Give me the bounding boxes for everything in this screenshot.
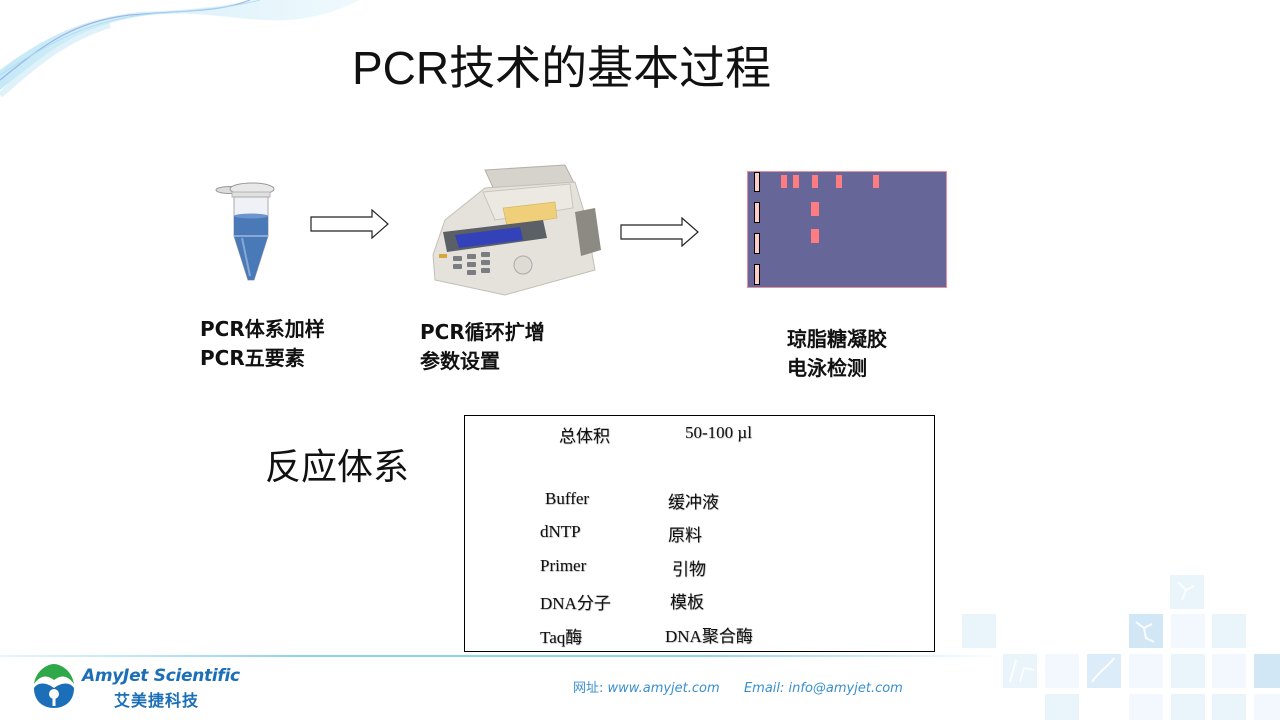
gel-band: [812, 175, 818, 188]
website-label: 网址:: [573, 681, 604, 696]
component-name: DNA分子: [540, 594, 611, 613]
gel-band: [873, 175, 879, 188]
slide-title: PCR技术的基本过程: [352, 42, 772, 94]
gel-well: [754, 233, 760, 254]
brand-name-en: AmyJet Scientific: [82, 666, 240, 686]
component-role: 模板: [670, 593, 704, 612]
contact-info: 网址: www.amyjet.com Email: info@amyjet.co…: [573, 677, 903, 696]
step-line: 参数设置: [420, 349, 500, 373]
component-name: Buffer: [545, 489, 590, 508]
decorative-science-tiles: [962, 575, 1280, 720]
step-label-sample-prep: PCR体系加样 PCR五要素: [200, 315, 325, 373]
step-label-electrophoresis: 琼脂糖凝胶 电泳检测: [787, 325, 887, 383]
amyjet-logo[interactable]: AmyJet Scientific 艾美捷科技: [30, 662, 270, 712]
total-volume-label: 总体积: [559, 427, 610, 446]
step-label-amplification: PCR循环扩增 参数设置: [420, 318, 545, 376]
arrow-right-icon: [620, 217, 699, 247]
arrow-right-icon: [310, 209, 389, 239]
gel-band: [811, 202, 819, 216]
gel-band: [836, 175, 842, 188]
gel-band: [781, 175, 787, 188]
gel-well: [754, 264, 760, 285]
component-role: DNA聚合酶: [665, 627, 753, 646]
step-line: 电泳检测: [787, 356, 867, 380]
thermal-cycler-icon: [432, 164, 601, 296]
component-name: Taq酶: [540, 628, 583, 647]
agarose-gel-diagram: [747, 171, 947, 288]
email-label: Email:: [743, 681, 785, 696]
component-name: Primer: [540, 556, 587, 575]
component-role: 原料: [668, 526, 702, 545]
component-role: 引物: [672, 560, 706, 579]
gel-well: [754, 202, 760, 223]
gel-band: [811, 229, 819, 243]
step-line: 琼脂糖凝胶: [787, 327, 887, 351]
total-volume-value: 50-100 µl: [685, 423, 752, 442]
pcr-tube-icon: [215, 182, 275, 281]
step-line: PCR五要素: [200, 346, 305, 370]
section-title: 反应体系: [265, 446, 410, 487]
amyjet-logo-icon: [34, 664, 74, 708]
step-line: PCR循环扩增: [420, 320, 545, 344]
decorative-wave: [0, 0, 360, 98]
gel-well: [754, 172, 760, 192]
website-link[interactable]: www.amyjet.com: [607, 681, 720, 696]
footer-divider: [0, 655, 1000, 657]
step-line: PCR体系加样: [200, 317, 325, 341]
reaction-system-table: 总体积 50-100 µl Buffer 缓冲液 dNTP 原料 Primer …: [464, 415, 935, 652]
brand-name-cn: 艾美捷科技: [114, 691, 200, 710]
email-link[interactable]: info@amyjet.com: [788, 681, 903, 696]
gel-band: [793, 175, 799, 188]
component-name: dNTP: [540, 522, 581, 541]
component-role: 缓冲液: [668, 493, 719, 512]
